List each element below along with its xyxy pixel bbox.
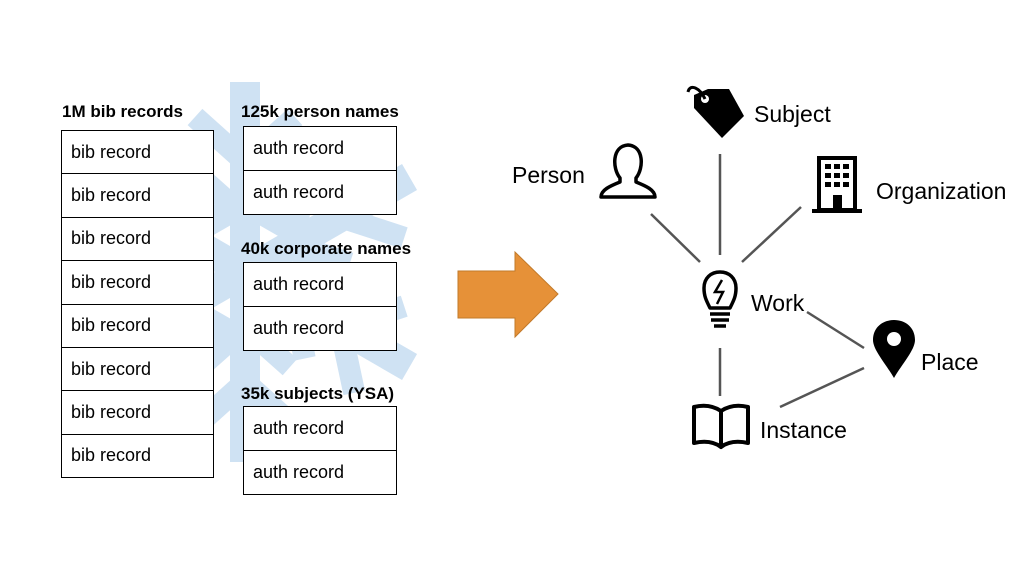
corporate-names-header: 40k corporate names <box>241 239 412 258</box>
bib-record: bib record <box>61 303 214 348</box>
auth-record: auth record <box>243 262 397 307</box>
map-pin-icon <box>873 320 915 378</box>
edge-instance-place <box>779 366 865 409</box>
auth-record: auth record <box>243 406 397 451</box>
node-label-subject: Subject <box>754 101 831 127</box>
person-names-header: 125k person names <box>241 102 399 121</box>
bib-records-header: 1M bib records <box>62 102 183 121</box>
subject-auth-list: auth record auth record <box>243 406 397 495</box>
bib-record: bib record <box>61 390 214 435</box>
person-auth-list: auth record auth record <box>243 126 397 215</box>
bib-record: bib record <box>61 260 214 305</box>
auth-record: auth record <box>243 126 397 171</box>
auth-record: auth record <box>243 306 397 351</box>
node-label-work: Work <box>751 290 805 316</box>
bib-record: bib record <box>61 173 214 218</box>
auth-record: auth record <box>243 450 397 495</box>
book-icon <box>692 403 750 449</box>
lightbulb-icon <box>702 270 738 328</box>
bib-record: bib record <box>61 433 214 479</box>
person-icon <box>599 143 657 199</box>
bib-record-list: bib record bib record bib record bib rec… <box>61 130 214 479</box>
edge-work-person <box>650 213 701 263</box>
edge-work-organization <box>741 206 802 263</box>
auth-record: auth record <box>243 170 397 215</box>
corporate-auth-list: auth record auth record <box>243 262 397 351</box>
bib-record: bib record <box>61 216 214 262</box>
bib-record: bib record <box>61 346 214 392</box>
building-icon <box>812 156 862 213</box>
edge-work-place <box>806 310 865 350</box>
node-label-place: Place <box>921 349 979 375</box>
node-label-person: Person <box>512 162 585 188</box>
node-label-organization: Organization <box>876 178 1007 204</box>
subjects-header: 35k subjects (YSA) <box>241 384 395 403</box>
tag-icon <box>686 85 744 138</box>
node-label-instance: Instance <box>760 417 847 443</box>
